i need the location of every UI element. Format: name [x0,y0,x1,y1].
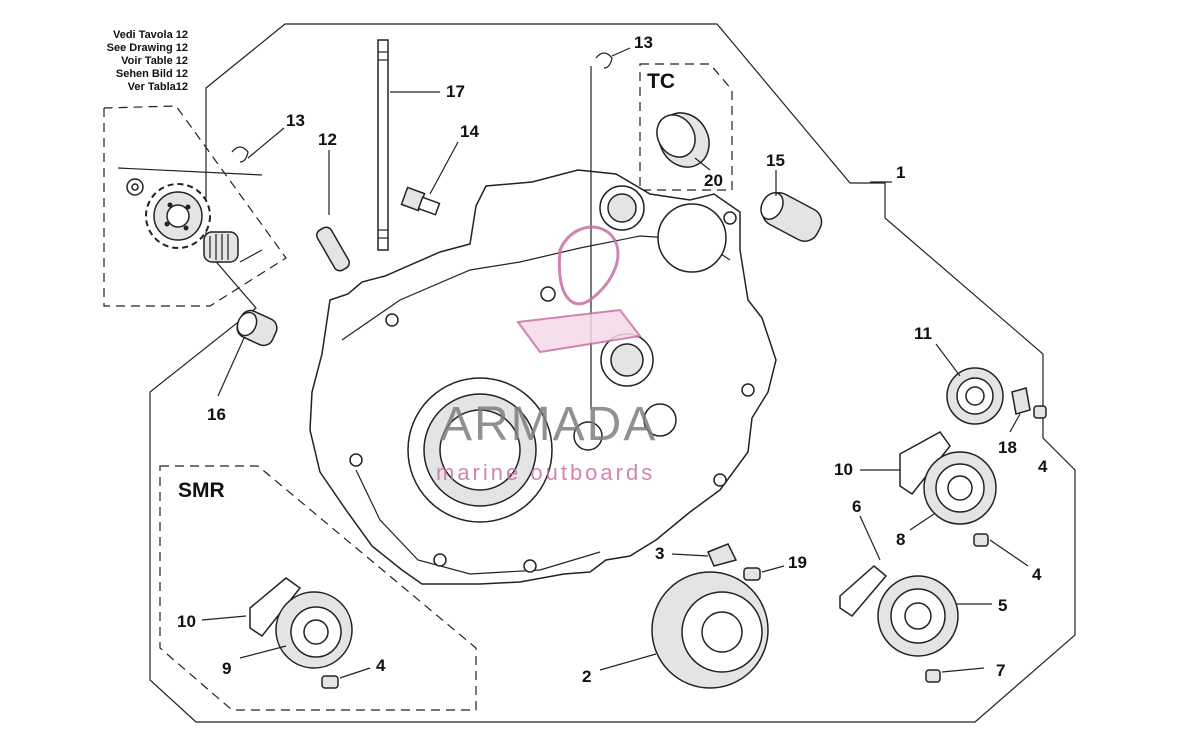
callout-19: 19 [788,553,807,572]
screw-icon [1033,405,1047,419]
screw-icon [973,533,989,547]
tc-label: TC [647,70,675,93]
callout-5: 5 [998,596,1007,615]
reference-note-line: See Drawing 12 [107,42,188,54]
needle-bearing-icon [203,231,239,263]
plug-cap-icon [656,112,710,168]
assembly-outline [149,23,1076,723]
callout-13: 13 [634,33,653,52]
screw-icon [925,669,941,683]
callout-17: 17 [446,82,465,101]
callout-18: 18 [998,438,1017,457]
smr-group-box: SMR [159,465,477,711]
dowel-pin-icon [316,226,350,272]
watermark-brand: ARMADA [440,398,657,451]
crankcase-half [309,169,777,585]
smr-label: SMR [178,479,225,502]
retainer-plate-icon [1011,387,1031,415]
callout-13: 13 [286,111,305,130]
callout-7: 7 [996,661,1005,680]
callout-16: 16 [207,405,226,424]
circlip-icon [231,146,249,163]
callout-4: 4 [1038,457,1048,476]
retainer-plate-icon [707,543,738,567]
callout-11: 11 [914,324,932,343]
ball-bearing-icon [877,575,959,657]
brand-watermark: ARMADA marine outboards [436,225,657,485]
callout-14: 14 [460,122,479,141]
watermark-tagline: marine outboards [436,460,655,485]
callout-1: 1 [896,163,905,182]
reference-box: Vedi Tavola 12 See Drawing 12 Voir Table… [103,29,287,307]
roller-bearing-icon [651,571,769,689]
callout-3: 3 [655,544,664,563]
callout-4: 4 [1032,565,1042,584]
callout-9: 9 [222,659,231,678]
sensor-plug-icon [400,186,441,216]
circlip-icon [595,52,613,69]
callout-2: 2 [582,667,591,686]
callout-8: 8 [896,530,905,549]
callout-15: 15 [766,151,785,170]
callout-10: 10 [177,612,196,631]
ball-bearing-icon [275,591,353,669]
stud-bolt-icon [377,39,389,251]
gear-icon [145,183,211,249]
bushing-icon [760,192,823,242]
reference-note-line: Voir Table 12 [121,55,188,67]
ball-bearing-icon [946,367,1004,425]
callout-6: 6 [852,497,861,516]
screw-icon [321,675,339,689]
reference-note-line: Sehen Bild 12 [116,68,188,80]
callout-4: 4 [376,656,386,675]
reference-note-line: Ver Tabla12 [128,81,188,93]
callout-12: 12 [318,130,337,149]
bushing-icon [236,309,278,347]
screw-icon [743,567,761,581]
tc-group-box: TC [639,63,733,191]
watermark-logo-icon [557,225,620,306]
retainer-plate-icon [839,565,888,617]
reference-note-line: Vedi Tavola 12 [113,29,188,41]
ball-bearing-icon [923,451,997,525]
callout-20: 20 [704,171,723,190]
callout-10: 10 [834,460,853,479]
